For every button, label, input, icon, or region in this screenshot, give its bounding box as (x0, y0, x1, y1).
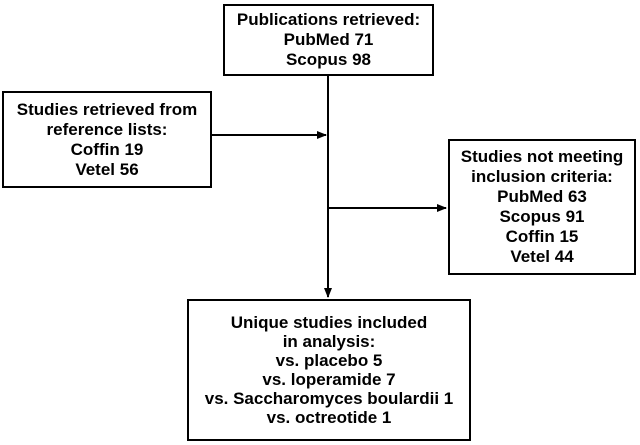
excluded-studies-box: Studies not meeting inclusion criteria: … (448, 139, 636, 275)
placebo-count: vs. placebo 5 (275, 351, 383, 370)
publications-retrieved-box: Publications retrieved: PubMed 71 Scopus… (223, 4, 434, 76)
included-heading-line2: in analysis: (282, 332, 376, 351)
scopus-count: Scopus 98 (285, 50, 372, 69)
pubmed-count: PubMed 71 (283, 30, 374, 49)
reference-lists-box: Studies retrieved from reference lists: … (2, 91, 212, 188)
excluded-heading-line2: inclusion criteria: (471, 167, 613, 186)
saccharomyces-count: vs. Saccharomyces boulardii 1 (204, 389, 454, 408)
included-studies-box: Unique studies included in analysis: vs.… (187, 299, 471, 441)
reference-lists-heading-line1: Studies retrieved from (16, 99, 198, 119)
excluded-pubmed-count: PubMed 63 (497, 187, 587, 206)
excluded-scopus-count: Scopus 91 (499, 207, 585, 226)
excluded-heading-line1: Studies not meeting (460, 147, 624, 166)
loperamide-count: vs. loperamide 7 (262, 370, 396, 389)
coffin-count: Coffin 19 (70, 139, 144, 159)
included-heading-line1: Unique studies included (230, 313, 428, 332)
octreotide-count: vs. octreotide 1 (266, 408, 392, 427)
excluded-coffin-count: Coffin 15 (505, 227, 579, 246)
vetel-count: Vetel 56 (75, 159, 139, 179)
publications-retrieved-heading: Publications retrieved: (236, 10, 421, 29)
excluded-vetel-count: Vetel 44 (510, 247, 574, 266)
reference-lists-heading-line2: reference lists: (46, 119, 168, 139)
